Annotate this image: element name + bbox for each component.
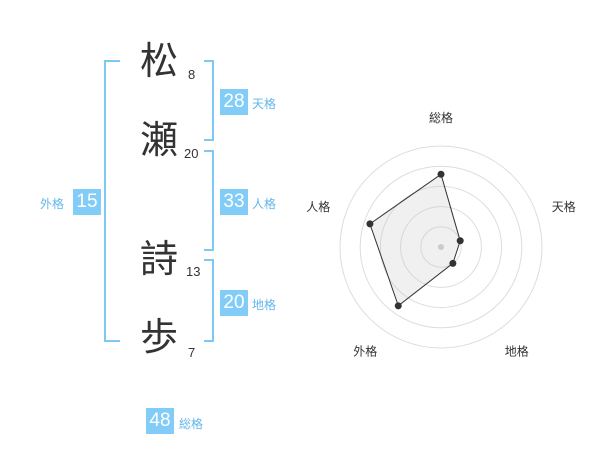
radar-point [449,259,457,267]
name-char-2: 瀬 [140,118,179,162]
stroke-count-3: 13 [186,264,201,279]
radar-axis-label: 総格 [429,110,453,125]
gaikaku-label: 外格 [40,197,65,211]
radar-axis-label: 天格 [552,199,576,214]
stroke-count-1: 8 [188,67,196,82]
jinkaku-bracket [204,150,214,251]
radar-rings [339,145,543,349]
radar-ring [359,165,523,329]
radar-points [366,170,464,310]
radar-center [438,244,444,250]
gaikaku-bracket [104,60,120,342]
radar-axis-label: 外格 [353,343,377,358]
radar-point [366,220,374,228]
tenkaku-value: 28 [220,89,248,115]
jinkaku-label: 人格 [252,197,277,211]
stroke-count-4: 7 [188,345,196,360]
radar-point [394,302,402,310]
jinkaku-value: 33 [220,189,248,215]
radar-point [456,237,464,245]
radar-point [437,170,445,178]
radar-ring [339,145,543,349]
radar-polygon [369,173,461,307]
name-char-4: 歩 [140,315,179,359]
name-char-3: 詩 [140,237,179,281]
soukaku-label: 総格 [179,417,204,431]
stroke-count-2: 20 [184,146,199,161]
radar-axis-label: 地格 [505,343,529,358]
chikaku-label: 地格 [252,298,277,312]
name-char-1: 松 [140,39,179,83]
tenkaku-label: 天格 [252,97,277,111]
radar-ring [379,185,503,309]
gaikaku-value: 15 [73,189,101,215]
chikaku-bracket [204,259,214,342]
chikaku-value: 20 [220,290,248,316]
radar-axis-label: 人格 [306,199,330,214]
radar-area [369,173,461,307]
radar-ring [420,226,462,268]
radar-ring [400,206,482,288]
tenkaku-bracket [204,60,214,141]
soukaku-value: 48 [146,408,174,434]
